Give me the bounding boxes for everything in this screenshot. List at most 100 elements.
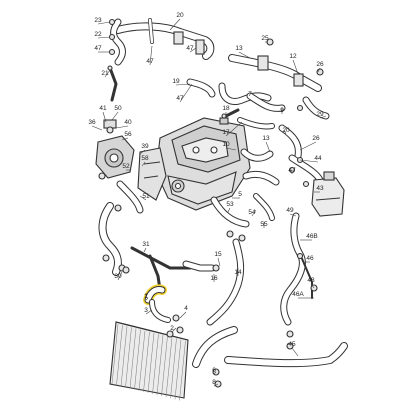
callout-label-c47b: 47 [146,58,154,65]
callout-label-c46B: 46B [306,233,318,240]
leader-line-c44 [299,159,319,163]
radiator-fin [170,338,177,399]
callout-label-c29: 29 [316,111,324,118]
callout-label-c8: 8 [212,379,216,386]
engine-block [155,117,251,211]
callout-label-c48: 48 [307,277,315,284]
leader-line-c20a [169,18,181,31]
callout-label-c13b: 13 [262,135,270,142]
leader-line-c13a [238,51,251,59]
callout-label-c52: 52 [122,163,130,170]
radiator-fin [165,337,173,398]
callout-label-c19: 19 [172,78,180,85]
leader-line-c47b [149,45,153,66]
callout-label-c25: 25 [261,35,269,42]
callout-label-c51: 51 [142,193,150,200]
radiator-fin [161,336,168,397]
callout-label-c7: 7 [248,91,252,98]
radiator-fin [138,330,146,391]
radiator-fin [156,334,164,396]
leader-line-c12 [292,59,299,75]
leader-line-c51 [139,195,147,201]
radiator-fin [143,331,150,392]
callout-label-c10: 10 [222,141,230,148]
radiator-fin [147,332,155,393]
radiator-fin [179,340,186,401]
leader-line-c45 [291,347,299,357]
hose-bottom-4 [192,326,238,388]
leader-line-c23 [97,21,111,25]
radiator [109,321,189,401]
leader-line-c36 [91,125,103,131]
leader-line-c13b [265,141,271,153]
leader-line-c31 [143,247,147,253]
leader-line-c54 [251,209,257,217]
leader-line-c3 [145,309,153,315]
callout-label-c23: 23 [94,17,102,24]
leader-line-c47d [179,83,193,103]
callout-label-c31: 31 [142,241,150,248]
bracket-58-39 [137,147,167,201]
leader-line-c26b [299,141,317,151]
leader-line-c21 [104,69,111,78]
hose-15-14 [182,260,220,272]
callout-label-c36: 36 [88,119,96,126]
leader-line-c56 [121,137,129,141]
radiator-fin [152,333,159,394]
callout-label-c16: 16 [210,275,218,282]
leader-line-c22 [97,36,111,39]
hose-26-top [218,82,272,105]
callout-label-c54: 54 [248,209,256,216]
radiator-fin [134,329,141,390]
callout-label-c15: 15 [214,251,222,258]
callout-label-c20b: 20 [282,127,290,134]
leader-line-c2 [171,327,177,333]
hose-5-54 [210,193,275,242]
callout-label-c1: 1 [144,293,148,300]
callout-label-c13a: 13 [235,45,243,52]
callout-label-c9: 9 [280,107,284,114]
callout-label-c26a: 26 [316,61,324,68]
leader-line-c40 [115,125,129,129]
callout-label-c58: 58 [141,155,149,162]
leader-line-c53 [227,207,231,213]
leader-line-c41 [102,111,107,123]
leader-line-c10 [225,147,237,151]
callout-label-c14: 14 [234,269,242,276]
callout-label-c2: 2 [170,325,174,332]
leader-line-c29 [319,115,327,119]
hose-bottom-45 [224,342,348,368]
callout-label-c40: 40 [124,119,132,126]
callout-label-c47a: 47 [94,45,102,52]
callout-label-c47e: 47 [288,167,296,174]
callout-label-c4: 4 [184,305,188,312]
radiator-fin [116,325,123,386]
callout-label-c21: 21 [101,70,109,77]
callout-label-c20a: 20 [176,12,184,19]
callout-label-c12: 12 [289,53,297,60]
leader-line-c26a [317,67,321,73]
leader-line-c8 [213,383,219,387]
leader-line-c20b [283,129,287,135]
leader-line-c6 [213,371,217,375]
coolant-pipe-upper [114,18,215,60]
radiator-fin [174,339,182,400]
callout-label-c18: 18 [222,105,230,112]
hose-left-long [98,202,126,276]
leader-line-c4 [179,311,187,319]
hose-52-51 [114,180,144,214]
callout-label-c5: 5 [238,191,242,198]
leader-line-c48 [310,283,315,289]
callout-label-c47c: 47 [186,45,194,52]
callout-label-c55: 55 [260,221,268,228]
callout-label-c39: 39 [141,143,149,150]
callout-label-c3: 3 [144,307,148,314]
callout-label-c30: 30 [114,273,122,280]
callout-label-c46A: 46A [292,291,304,298]
hose-26-mid [242,170,280,186]
callout-label-c26b: 26 [312,135,320,142]
callout-label-c53: 53 [226,201,234,208]
callout-label-c17: 17 [222,129,230,136]
radiator-fin [111,323,119,385]
